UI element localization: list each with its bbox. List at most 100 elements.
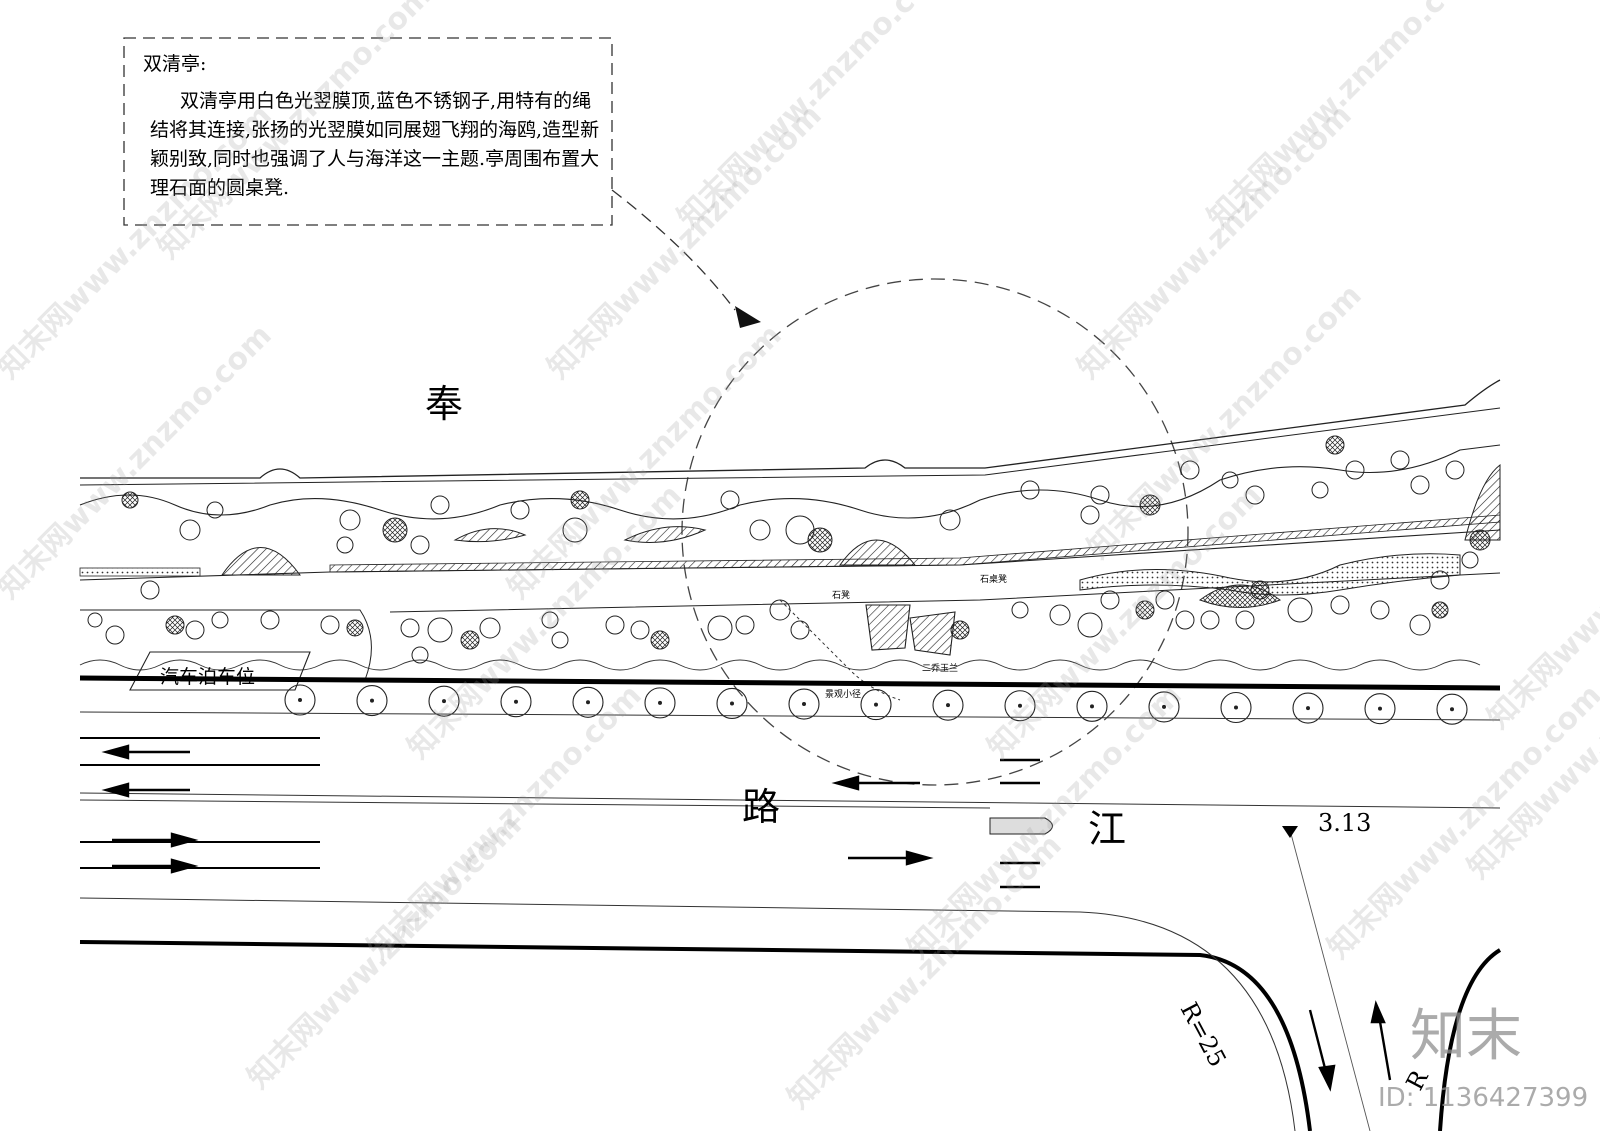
tree-symbol (206, 501, 224, 519)
paving-band (329, 514, 1501, 573)
tree-symbol (320, 615, 340, 635)
arrow-left-icon (101, 782, 190, 798)
tree-symbol (1020, 480, 1040, 500)
upper-boundary (80, 379, 1501, 479)
street-tree-symbol (644, 687, 676, 719)
tree-symbol (1445, 460, 1465, 480)
arrow-up-turn-icon (1370, 1000, 1392, 1081)
tree-symbol (105, 625, 125, 645)
street-tree-center (730, 701, 734, 706)
tree-symbol (427, 617, 453, 643)
center-line-2 (79, 799, 991, 809)
tree-symbol (1077, 612, 1103, 638)
street-tree-symbol (1148, 691, 1180, 723)
tree-symbol (1330, 595, 1350, 615)
tree-symbol (1390, 450, 1410, 470)
tree-symbol (1135, 600, 1155, 620)
street-tree-center (586, 700, 590, 705)
tree-symbol (1410, 475, 1430, 495)
tree-symbol (411, 646, 429, 664)
tree-symbol (630, 620, 650, 640)
tree-symbol (720, 490, 740, 510)
annotation-box (123, 37, 613, 226)
tree-symbol (1325, 435, 1345, 455)
street-tree-center (658, 700, 662, 705)
tree-symbol (1180, 460, 1200, 480)
image-id-watermark: ID: 1136427399 (1378, 1083, 1588, 1113)
tree-symbol (1250, 580, 1270, 600)
tree-symbol (1409, 614, 1431, 636)
path-label: 景观小径 (825, 688, 861, 700)
tree-symbol (479, 617, 501, 639)
street-tree-center (514, 699, 518, 704)
street-tree-center (802, 702, 806, 707)
magnolia-label: 二乔玉兰 (922, 662, 958, 674)
street-tree-symbol (1220, 691, 1252, 724)
tree-symbol (1175, 610, 1195, 630)
tree-symbol (1049, 604, 1071, 626)
leader-line (611, 189, 736, 311)
arch-feature-1 (221, 547, 301, 576)
tree-symbol (551, 631, 569, 649)
street-tree-center (442, 699, 446, 704)
street-tree-symbol (716, 687, 748, 720)
tree-symbol (1090, 485, 1110, 505)
street-tree-center (1234, 705, 1238, 710)
median-nose (989, 817, 1053, 835)
street-tree-center (370, 698, 374, 703)
arrow-right-icon (112, 858, 199, 874)
tree-symbol (1200, 610, 1220, 630)
annotation-line-3: 颖别致,同时也强调了人与海洋这一主题.亭周围布置大 (150, 148, 599, 170)
road-curve-left (79, 940, 1312, 1131)
center-line (79, 792, 1501, 809)
tree-symbol (211, 611, 229, 629)
stone-bench-label: 石凳 (832, 590, 850, 601)
road-curve-right (1438, 948, 1502, 1131)
tree-symbol (562, 517, 588, 543)
arrow-left-icon (831, 775, 920, 791)
tree-symbol (1155, 590, 1175, 610)
street-tree-symbol (1004, 690, 1036, 722)
kerb-line (79, 675, 1501, 691)
belt-top (389, 572, 1501, 613)
tree-symbol (735, 615, 755, 635)
street-tree-center (1090, 704, 1094, 709)
tree-symbol (121, 491, 139, 509)
tree-symbol (510, 500, 530, 520)
street-tree-center (1306, 706, 1310, 711)
upper-boundary-inner (79, 407, 1501, 486)
arrow-right-icon (112, 832, 199, 848)
tree-symbol (1311, 481, 1329, 499)
tree-symbol (1221, 471, 1239, 489)
road-curve-inner (1079, 911, 1296, 1131)
road-name-char-2: 路 (742, 785, 780, 829)
street-tree-center (1378, 706, 1382, 711)
street-tree-symbol (428, 685, 460, 717)
tree-symbol (769, 599, 791, 621)
street-tree-symbol (860, 689, 892, 721)
annotation-line-1: 双清亭用白色光翌膜顶,蓝色不锈钢子,用特有的绳 (180, 90, 591, 112)
tree-symbol (179, 519, 201, 541)
street-tree-symbol (284, 684, 316, 716)
tree-symbol (1139, 494, 1161, 516)
arch-feature-3 (1464, 463, 1501, 541)
tree-symbol (1235, 610, 1255, 630)
tree-symbol (807, 527, 833, 553)
brand-watermark: 知末 (1410, 1004, 1522, 1069)
street-tree-center (1018, 703, 1022, 708)
hedge-line (79, 659, 1481, 671)
street-tree-symbol (1292, 692, 1324, 724)
tree-symbol (939, 509, 961, 531)
hedge-strip (79, 567, 201, 577)
annotation-line-2: 结将其连接,张扬的光翌膜如同展翅飞翔的海鸥,造型新 (150, 119, 599, 141)
tree-symbol (400, 618, 420, 638)
pavilion (865, 604, 956, 656)
street-tree-symbol (500, 686, 532, 718)
tree-symbol (650, 630, 670, 650)
street-tree-symbol (1076, 690, 1108, 722)
radius-label: R=25 (1175, 998, 1232, 1072)
lane-edge (79, 897, 1081, 913)
tree-symbol (336, 536, 354, 554)
stone-table-label: 石桌凳 (980, 573, 1007, 585)
